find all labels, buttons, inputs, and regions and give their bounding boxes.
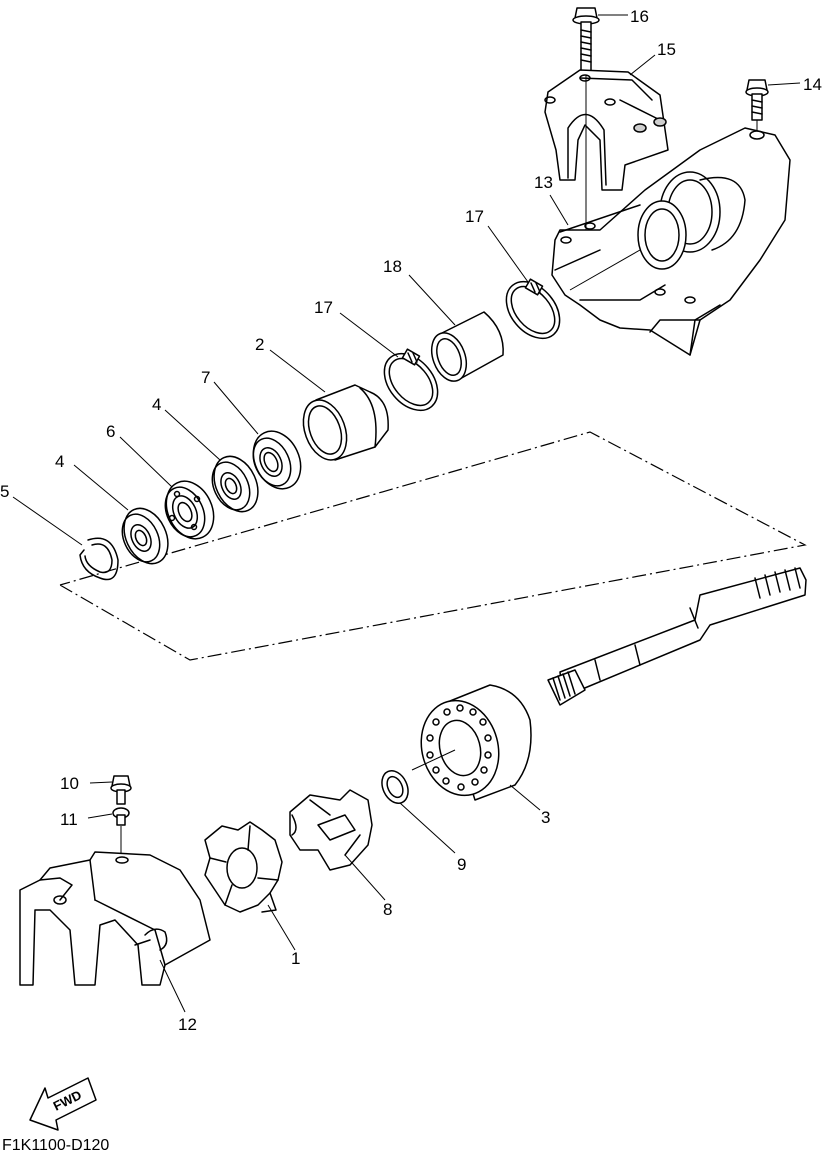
callout-17-lower: 17 bbox=[314, 298, 333, 317]
callout-12: 12 bbox=[178, 1015, 197, 1034]
callout-1: 1 bbox=[291, 949, 300, 968]
assembly-boundary bbox=[59, 431, 807, 661]
part-16-bolt bbox=[572, 7, 600, 73]
part-18-sleeve bbox=[430, 311, 504, 382]
part-1-rubber-coupler bbox=[204, 821, 283, 913]
part-8-damper bbox=[289, 789, 373, 871]
part-4-bearing-upper bbox=[211, 455, 259, 513]
fwd-direction-arrow bbox=[29, 1077, 97, 1131]
callout-7: 7 bbox=[201, 368, 210, 387]
callout-17-upper: 17 bbox=[465, 207, 484, 226]
part-12-housing-cover bbox=[19, 851, 211, 986]
part-4-bearing-lower bbox=[121, 507, 169, 565]
callout-11: 11 bbox=[60, 810, 78, 829]
callout-13: 13 bbox=[534, 173, 553, 192]
callout-6: 6 bbox=[106, 422, 115, 441]
callout-2: 2 bbox=[255, 335, 264, 354]
part-6-ball-bearing bbox=[164, 480, 215, 540]
callout-8: 8 bbox=[383, 900, 392, 919]
callout-4-lower: 4 bbox=[55, 452, 64, 471]
part-2-collar bbox=[302, 384, 389, 461]
part-14-bolt bbox=[745, 79, 769, 121]
part-11-washer bbox=[112, 807, 130, 826]
callout-3: 3 bbox=[541, 808, 550, 827]
callout-14: 14 bbox=[803, 75, 822, 94]
callout-4-upper: 4 bbox=[152, 395, 161, 414]
callout-10: 10 bbox=[60, 774, 79, 793]
part-7-oil-seal bbox=[252, 430, 302, 490]
part-17-clamp-lower bbox=[383, 348, 439, 412]
part-9-washer bbox=[381, 770, 409, 804]
part-15-bearing-cap bbox=[544, 69, 669, 191]
part-13-housing bbox=[551, 127, 791, 356]
drive-shaft bbox=[547, 567, 807, 706]
diagram-code: F1K1100-D120 bbox=[2, 1137, 109, 1154]
part-17-clamp-upper bbox=[505, 278, 561, 340]
part-10-bolt bbox=[110, 775, 132, 805]
part-3-coupler bbox=[420, 684, 532, 801]
callout-18: 18 bbox=[383, 257, 402, 276]
callout-15: 15 bbox=[657, 40, 676, 59]
callout-16: 16 bbox=[630, 7, 649, 26]
part-5-snap-ring bbox=[79, 537, 119, 581]
callout-labels: 16 15 14 13 17 18 17 2 7 4 6 4 5 10 11 3… bbox=[0, 7, 822, 1034]
callout-5: 5 bbox=[0, 482, 9, 501]
callout-9: 9 bbox=[457, 855, 466, 874]
